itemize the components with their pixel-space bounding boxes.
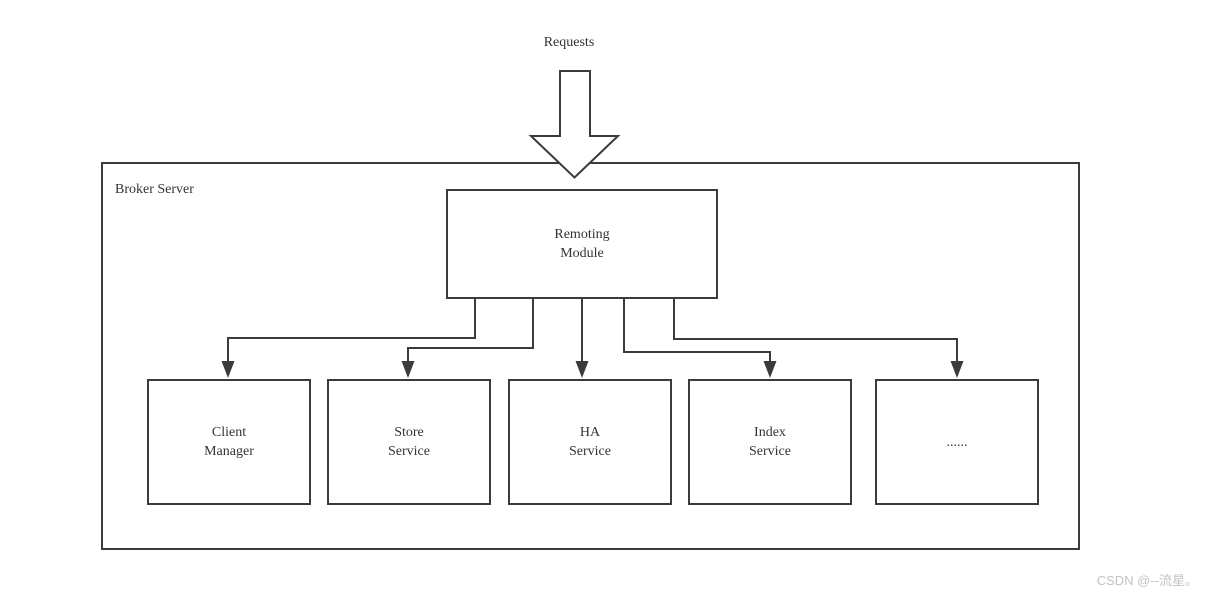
- node-remoting-module-label-line1: Remoting: [554, 227, 610, 242]
- node-client-manager-label-line1: Client: [211, 425, 247, 440]
- node-more-services-label-line1: ......: [946, 434, 968, 450]
- node-remoting-module: Remoting Module: [446, 189, 718, 299]
- node-ha-service: HA Service: [508, 379, 672, 505]
- node-store-service: Store Service: [327, 379, 491, 505]
- node-client-manager-label-line2: Manager: [204, 444, 254, 459]
- broker-server-label: Broker Server: [115, 182, 194, 197]
- node-store-service-label-line2: Service: [388, 444, 430, 459]
- node-client-manager: Client Manager: [147, 379, 311, 505]
- requests-label: Requests: [543, 35, 595, 50]
- watermark: CSDN @--流星。: [1096, 573, 1198, 588]
- node-index-service-label-line1: Index: [754, 425, 786, 440]
- node-index-service: Index Service: [688, 379, 852, 505]
- node-index-service-label-line2: Service: [749, 444, 791, 459]
- node-more-services: ......: [875, 379, 1039, 505]
- node-store-service-label-line1: Store: [394, 425, 424, 440]
- node-ha-service-label-line1: HA: [579, 425, 601, 440]
- node-remoting-module-label-line2: Module: [560, 246, 604, 261]
- node-ha-service-label-line2: Service: [569, 444, 611, 459]
